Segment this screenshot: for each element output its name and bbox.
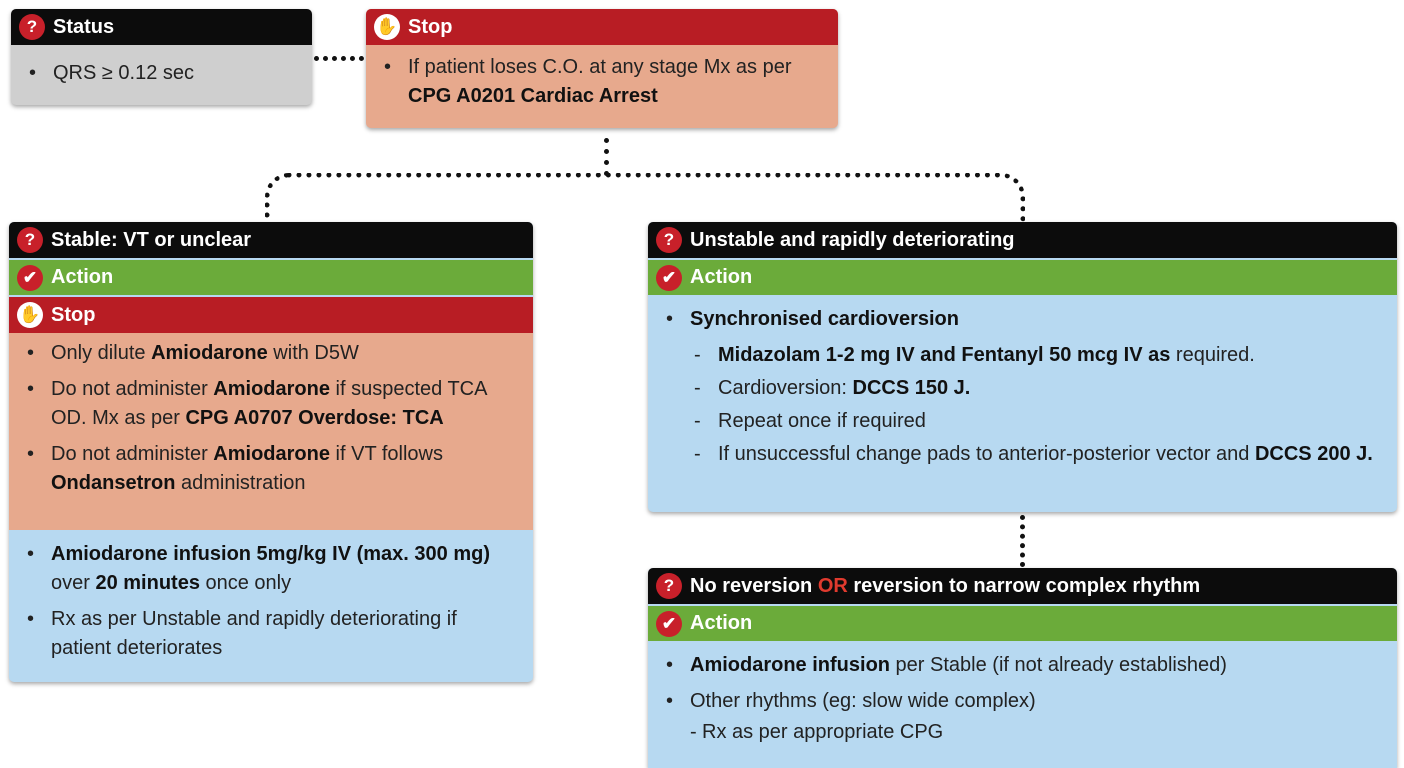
stable-action-body: Amiodarone infusion 5mg/kg IV (max. 300 …	[9, 530, 533, 680]
connector-status-stop	[314, 56, 364, 61]
unstable-action-label: Action	[690, 266, 753, 288]
question-icon: ?	[19, 14, 45, 40]
hand-stop-icon: ✋	[17, 302, 43, 328]
unstable-sub-item: If unsuccessful change pads to anterior-…	[662, 440, 1383, 469]
drug-name: Amiodarone	[213, 443, 330, 465]
text: Do not administer	[51, 378, 214, 400]
text: required.	[1170, 344, 1255, 366]
energy: DCCS 200 J.	[1254, 443, 1373, 465]
noreversion-header: ? No reversion OR reversion to narrow co…	[648, 568, 1397, 604]
cpg-ref: CPG A0707 Overdose: TCA	[185, 407, 444, 429]
text: No reversion	[690, 574, 818, 597]
stable-box: ? Stable: VT or unclear ✔ Action ✋ Stop …	[9, 222, 533, 682]
text: per Stable (if not already established)	[890, 654, 1227, 676]
unstable-header: ? Unstable and rapidly deteriorating	[648, 222, 1397, 258]
check-icon: ✔	[656, 610, 682, 637]
stable-stop-item: Do not administer Amiodarone if VT follo…	[23, 440, 519, 498]
check-icon: ✔	[17, 264, 43, 291]
connector-unstable-down	[1020, 515, 1025, 567]
unstable-sub-item: Midazolam 1-2 mg IV and Fentanyl 50 mcg …	[662, 341, 1383, 370]
stop-top-item: If patient loses C.O. at any stage Mx as…	[380, 53, 824, 111]
stop-top-text: If patient loses C.O. at any stage Mx as…	[408, 56, 792, 78]
text: Cardioversion:	[718, 377, 853, 399]
text: over	[51, 572, 96, 594]
stable-stop-header: ✋ Stop	[9, 297, 533, 333]
stable-stop-item: Only dilute Amiodarone with D5W	[23, 339, 519, 368]
stable-stop-label: Stop	[51, 303, 96, 326]
drugs: Midazolam 1-2 mg IV and Fentanyl 50 mcg …	[718, 344, 1171, 366]
energy: DCCS 150 J.	[852, 377, 971, 399]
text: administration	[175, 472, 306, 494]
noreversion-action-header: ✔ Action	[648, 606, 1397, 641]
noreversion-item: Amiodarone infusion per Stable (if not a…	[662, 651, 1383, 680]
stop-top-cpg: CPG A0201 Cardiac Arrest	[408, 85, 658, 107]
stable-action-item: Amiodarone infusion 5mg/kg IV (max. 300 …	[23, 540, 519, 598]
duration: 20 minutes	[95, 572, 200, 594]
stable-stop-item: Do not administer Amiodarone if suspecte…	[23, 375, 519, 433]
status-box: ? Status QRS ≥ 0.12 sec	[11, 9, 312, 105]
text: If unsuccessful change pads to anterior-…	[718, 443, 1255, 465]
text: with D5W	[267, 342, 359, 364]
drug-name: Ondansetron	[51, 472, 176, 494]
text: Do not administer	[51, 443, 214, 465]
drug-name: Amiodarone infusion	[690, 654, 890, 676]
dose: Amiodarone infusion 5mg/kg IV (max. 300 …	[51, 543, 490, 565]
stable-action-item: Rx as per Unstable and rapidly deteriora…	[23, 605, 519, 663]
check-icon: ✔	[656, 264, 682, 291]
stable-action-label: Action	[51, 266, 114, 288]
stable-header: ? Stable: VT or unclear	[9, 222, 533, 258]
text: Repeat once if required	[718, 410, 926, 432]
text: if suspected TCA OD. Mx as per	[51, 378, 487, 429]
stable-action-header: ✔ Action	[9, 260, 533, 295]
unstable-main-item: Synchronised cardioversion	[662, 305, 1383, 334]
question-icon: ?	[17, 227, 43, 253]
drug-name: Amiodarone	[213, 378, 330, 400]
question-icon: ?	[656, 227, 682, 253]
status-header: ? Status	[11, 9, 312, 45]
unstable-sub-item: Cardioversion: DCCS 150 J.	[662, 374, 1383, 403]
unstable-action-header: ✔ Action	[648, 260, 1397, 295]
noreversion-box: ? No reversion OR reversion to narrow co…	[648, 568, 1397, 768]
stable-title: Stable: VT or unclear	[51, 228, 252, 251]
stop-top-header: ✋ Stop	[366, 9, 838, 45]
connector-branch	[265, 173, 1025, 238]
status-item: QRS ≥ 0.12 sec	[25, 59, 298, 88]
text: once only	[199, 572, 292, 594]
connector-stop-down	[604, 138, 609, 176]
unstable-title: Unstable and rapidly deteriorating	[690, 228, 1015, 251]
hand-stop-icon: ✋	[374, 14, 400, 40]
unstable-sub-item: Repeat once if required	[662, 407, 1383, 436]
unstable-box: ? Unstable and rapidly deteriorating ✔ A…	[648, 222, 1397, 512]
drug-name: Amiodarone	[151, 342, 268, 364]
stop-top-title: Stop	[408, 15, 453, 38]
procedure: Synchronised cardioversion	[690, 308, 959, 330]
text: if VT follows	[329, 443, 443, 465]
status-title: Status	[53, 15, 115, 38]
stable-stop-body: Only dilute Amiodarone with D5W Do not a…	[9, 333, 533, 530]
noreversion-title: No reversion OR reversion to narrow comp…	[690, 575, 1200, 598]
or-text: OR	[817, 574, 848, 597]
question-icon: ?	[656, 573, 682, 599]
noreversion-item: Other rhythms (eg: slow wide complex)	[662, 687, 1383, 716]
text: Only dilute	[51, 342, 152, 364]
noreversion-sub-item: Rx as per appropriate CPG	[662, 718, 1383, 747]
text: reversion to narrow complex rhythm	[847, 574, 1201, 597]
stop-top-box: ✋ Stop If patient loses C.O. at any stag…	[366, 9, 838, 128]
noreversion-action-label: Action	[690, 612, 753, 634]
